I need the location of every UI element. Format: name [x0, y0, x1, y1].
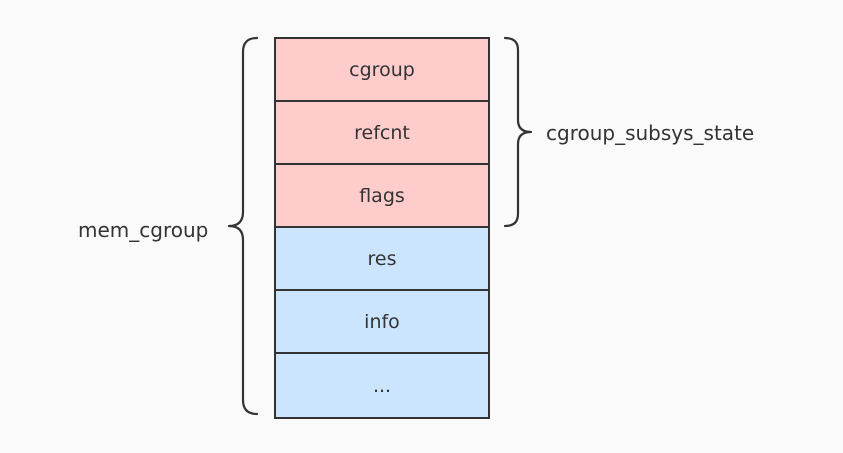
- right-brace: [503, 36, 533, 228]
- field-cgroup: cgroup: [276, 39, 488, 102]
- field-label: info: [364, 310, 400, 333]
- field-info: info: [276, 291, 488, 354]
- field-label: cgroup: [349, 58, 415, 81]
- left-brace: [227, 36, 259, 416]
- struct-stack: cgroup refcnt flags res info ...: [274, 37, 490, 419]
- field-res: res: [276, 228, 488, 291]
- field-refcnt: refcnt: [276, 102, 488, 165]
- cgroup-subsys-state-label: cgroup_subsys_state: [546, 121, 755, 145]
- field-flags: flags: [276, 165, 488, 228]
- field-ellipsis: ...: [276, 354, 488, 417]
- field-label: refcnt: [354, 121, 410, 144]
- mem-cgroup-label: mem_cgroup: [78, 218, 209, 242]
- field-label: ...: [372, 374, 392, 397]
- field-label: res: [367, 247, 397, 270]
- field-label: flags: [359, 184, 405, 207]
